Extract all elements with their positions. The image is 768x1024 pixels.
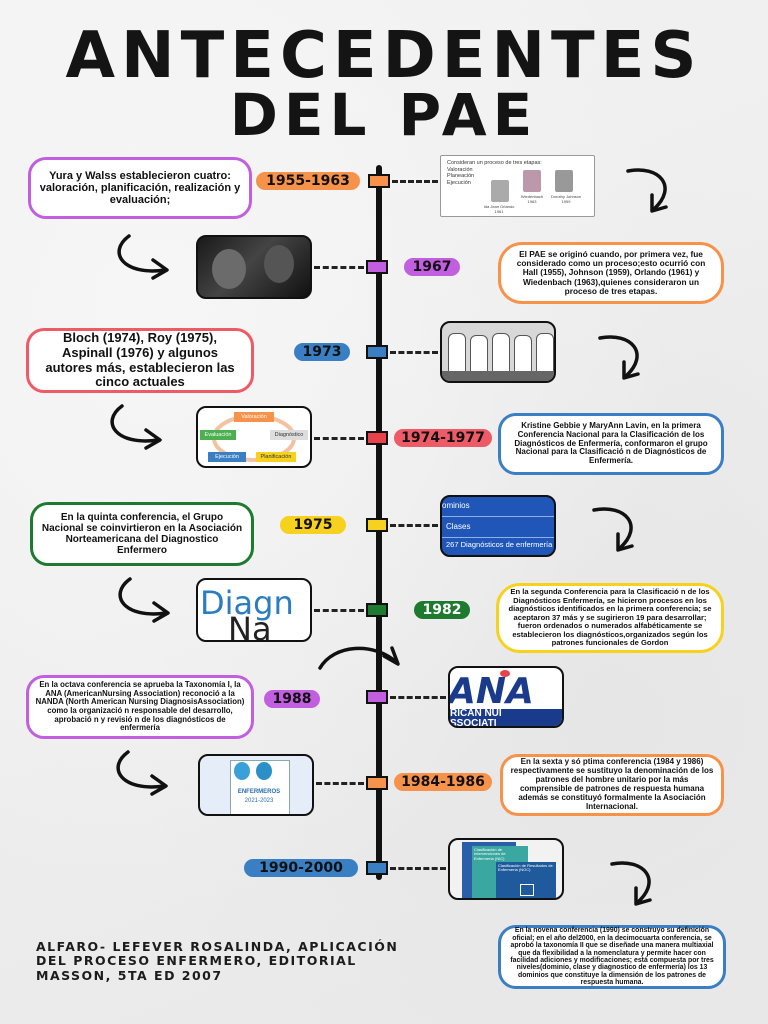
portrait-photo [491, 180, 509, 202]
nanda-levels-image: ominios Clases 267 Diagnósticos de enfer… [440, 495, 556, 557]
connector-1982 [314, 609, 364, 612]
connector-1990 [390, 867, 446, 870]
timeline-node-1967 [366, 260, 388, 274]
level-diagnosticos: 267 Diagnósticos de enfermería [446, 540, 553, 549]
curved-arrow-icon [610, 861, 652, 906]
curved-arrow-icon [592, 507, 634, 552]
process-cycle-image: Valoración Diagnóstico Planificación Eje… [196, 406, 312, 468]
year-label-1990: 1990-2000 [244, 859, 358, 877]
diag-word-line2: Na [228, 610, 272, 642]
year-label-1988: 1988 [264, 690, 320, 708]
event-text-1973: Bloch (1974), Roy (1975), Aspinall (1976… [26, 328, 254, 393]
diagnosis-word-image: Diagn Na [196, 578, 312, 642]
year-label-1973: 1973 [294, 343, 350, 361]
portrait-photo [523, 170, 541, 192]
curved-arrow-icon [598, 335, 640, 380]
cycle-step-evaluacion: Evaluación [200, 430, 236, 440]
timeline-node-1973 [366, 345, 388, 359]
reference-citation: ALFARO- LEFEVER ROSALINDA, APLICACIÓN DE… [36, 939, 399, 983]
photo-image-1973 [440, 321, 556, 383]
event-text-1955: Yura y Walss establecieron cuatro: valor… [28, 157, 252, 219]
nic-noc-covers-image: Clasificación de Intervenciones de Enfer… [448, 838, 564, 900]
book-title: ENFERMEROS [237, 789, 281, 795]
event-text-1975: En la quinta conferencia, el Grupo Nacio… [30, 502, 254, 566]
year-label-1955: 1955-1963 [256, 172, 360, 190]
year-label-1982: 1982 [414, 601, 470, 619]
timeline-node-1988 [366, 690, 388, 704]
event-text-1974: Kristine Gebbie y MaryAnn Lavin, en la p… [498, 413, 724, 475]
level-dominios: ominios [442, 501, 470, 510]
event-text-1988: En la octava conferencia se aprueba la T… [26, 675, 254, 739]
curved-arrow-icon [318, 646, 400, 670]
timeline-node-1974 [366, 431, 388, 445]
slide-bullets: Consideran un proceso de tres etapas: Va… [447, 160, 542, 186]
connector-1975 [390, 524, 438, 527]
ana-logo-image: ANA RICAN NUI SSOCIATI [448, 666, 564, 728]
curved-arrow-icon [116, 750, 168, 796]
connector-1955 [392, 180, 438, 183]
timeline-node-1975 [366, 518, 388, 532]
year-label-1967: 1967 [404, 258, 460, 276]
timeline-node-1990 [366, 861, 388, 875]
timeline-node-1982 [366, 603, 388, 617]
connector-1984 [316, 782, 364, 785]
page-title-line2: DEL PAE [229, 81, 539, 149]
cycle-step-valoracion: Valoración [234, 412, 274, 422]
ana-logo-sub1: RICAN NUI [450, 708, 502, 719]
page-title-line1: ANTECEDENTES [65, 19, 703, 93]
cycle-step-ejecucion: Ejecución [208, 452, 246, 462]
photo-image-1967 [196, 235, 312, 299]
connector-1974 [314, 437, 364, 440]
event-text-1990: En la novena conferencia (1990) se const… [498, 925, 726, 989]
timeline-node-1984 [366, 776, 388, 790]
event-text-1984: En la sexta y só ptima conferencia (1984… [500, 754, 724, 816]
noc-cover: Clasificación de Resultados de Enfermerí… [496, 862, 556, 898]
event-text-1982: En la segunda Conferencia para la Clasif… [496, 583, 724, 653]
portrait-photo [555, 170, 573, 192]
slide-image-1955: Consideran un proceso de tres etapas: Va… [440, 155, 595, 217]
curved-arrow-icon [110, 404, 162, 450]
connector-1967 [314, 266, 364, 269]
year-label-1974: 1974-1977 [394, 429, 492, 447]
book-years: 2021-2023 [244, 798, 274, 804]
cycle-step-planificacion: Planificación [256, 452, 296, 462]
ana-logo-sub2: SSOCIATI [450, 718, 497, 728]
year-label-1975: 1975 [280, 516, 346, 534]
year-label-1984: 1984-1986 [394, 773, 492, 791]
event-text-1967: El PAE se originó cuando, por primera ve… [498, 242, 724, 304]
level-clases: Clases [446, 522, 471, 531]
cycle-step-diagnostico: Diagnóstico [270, 430, 308, 440]
nanda-book-image: ENFERMEROS 2021-2023 [198, 754, 314, 816]
curved-arrow-icon [117, 234, 169, 280]
ana-logo-text: ANA [448, 671, 534, 712]
connector-1988 [390, 696, 446, 699]
connector-1973 [390, 351, 438, 354]
curved-arrow-icon [626, 168, 668, 213]
curved-arrow-icon [118, 577, 170, 623]
timeline-node-1955 [368, 174, 390, 188]
diag-word-line1: Diagn [200, 584, 294, 622]
